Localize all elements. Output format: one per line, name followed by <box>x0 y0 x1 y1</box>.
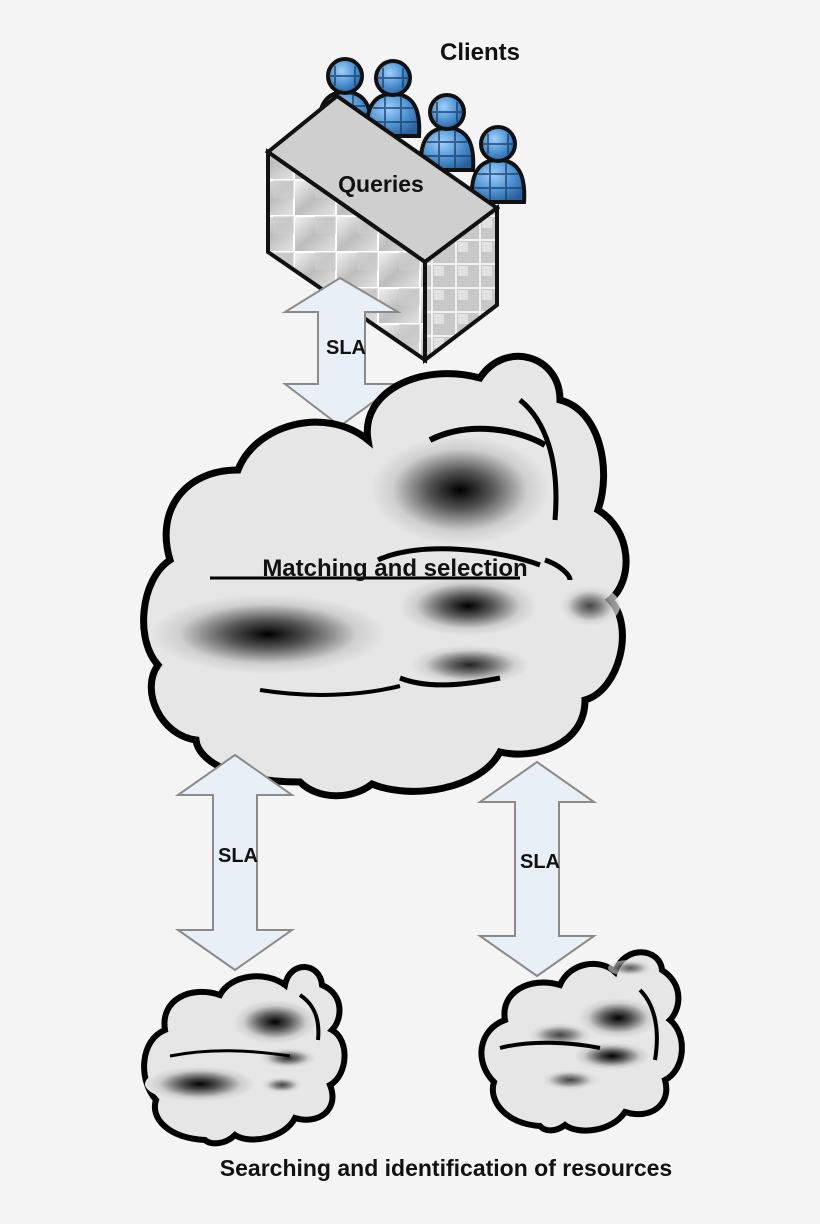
queries-box-icon <box>264 93 501 365</box>
queries-label: Queries <box>338 171 424 197</box>
cloud-icon <box>478 949 685 1134</box>
cloud-icon <box>140 352 630 800</box>
footer-label: Searching and identification of resource… <box>220 1155 672 1181</box>
sla-left-label: SLA <box>218 845 258 867</box>
cloud-icon <box>141 964 348 1147</box>
client-person-icon <box>469 125 527 204</box>
clients-label: Clients <box>440 39 520 66</box>
matching-label: Matching and selection <box>262 555 527 582</box>
sla-top-label: SLA <box>326 337 366 359</box>
double-arrow-icon <box>476 760 598 978</box>
sla-right-label: SLA <box>520 851 560 873</box>
double-arrow-icon <box>174 753 296 972</box>
